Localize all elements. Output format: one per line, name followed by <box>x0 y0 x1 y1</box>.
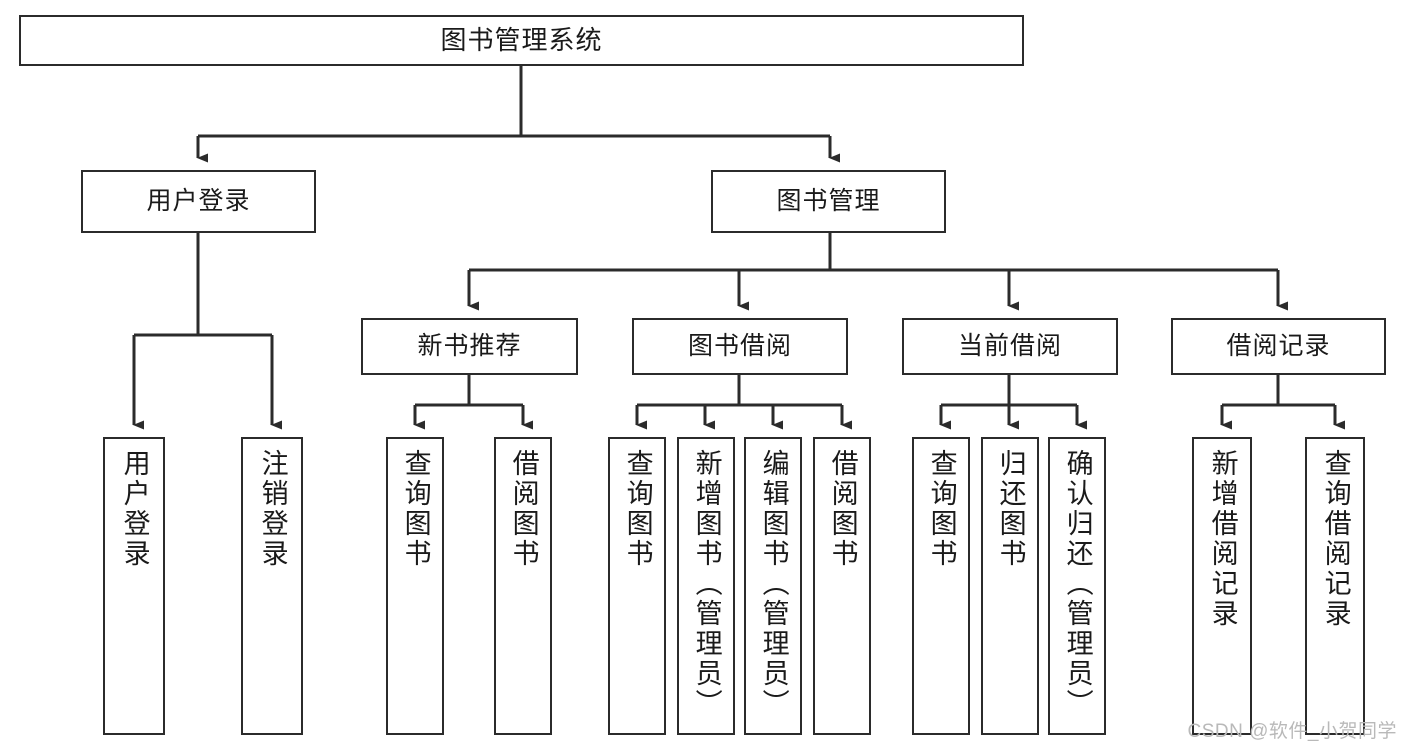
node-root-system[interactable]: 图书管理系统 <box>19 15 1024 66</box>
node-label: 注销登录 <box>257 449 288 569</box>
node-label: 查询图书 <box>622 449 653 569</box>
node-label: 查询图书 <box>400 449 431 569</box>
node-label: 借阅图书 <box>508 449 539 569</box>
node-label: 查询图书 <box>926 449 957 569</box>
node-leaf-query-book-2[interactable]: 查询图书 <box>608 437 666 735</box>
node-new-book-recommend[interactable]: 新书推荐 <box>361 318 578 375</box>
node-label: 确认归还（管理员） <box>1062 449 1093 719</box>
node-user-login[interactable]: 用户登录 <box>81 170 316 233</box>
node-leaf-return-book[interactable]: 归还图书 <box>981 437 1039 735</box>
node-leaf-add-book[interactable]: 新增图书（管理员） <box>677 437 735 735</box>
node-label: 归还图书 <box>995 449 1026 569</box>
csdn-watermark: CSDN @软件_小贺同学 <box>1187 721 1397 742</box>
node-label: 新书推荐 <box>417 331 522 360</box>
node-label: 图书管理系统 <box>440 25 603 56</box>
node-leaf-query-book-1[interactable]: 查询图书 <box>386 437 444 735</box>
node-leaf-logout-login[interactable]: 注销登录 <box>241 437 303 735</box>
node-leaf-add-borrow-record[interactable]: 新增借阅记录 <box>1192 437 1252 735</box>
node-label: 新增借阅记录 <box>1207 449 1238 629</box>
node-label: 查询借阅记录 <box>1320 449 1351 629</box>
node-leaf-borrow-book-2[interactable]: 借阅图书 <box>813 437 871 735</box>
node-book-borrow[interactable]: 图书借阅 <box>632 318 848 375</box>
node-label: 编辑图书（管理员） <box>758 449 789 719</box>
node-leaf-query-book-3[interactable]: 查询图书 <box>912 437 970 735</box>
node-label: 图书管理 <box>776 186 881 215</box>
node-label: 用户登录 <box>146 186 251 215</box>
node-leaf-confirm-return[interactable]: 确认归还（管理员） <box>1048 437 1106 735</box>
node-borrow-record[interactable]: 借阅记录 <box>1171 318 1386 375</box>
node-leaf-borrow-book-1[interactable]: 借阅图书 <box>494 437 552 735</box>
node-label: 借阅记录 <box>1226 331 1331 360</box>
node-leaf-query-borrow-record[interactable]: 查询借阅记录 <box>1305 437 1365 735</box>
node-label: 借阅图书 <box>827 449 858 569</box>
node-leaf-edit-book[interactable]: 编辑图书（管理员） <box>744 437 802 735</box>
node-label: 当前借阅 <box>957 331 1062 360</box>
node-book-manage[interactable]: 图书管理 <box>711 170 946 233</box>
node-leaf-user-login[interactable]: 用户登录 <box>103 437 165 735</box>
node-current-borrow[interactable]: 当前借阅 <box>902 318 1118 375</box>
node-label: 新增图书（管理员） <box>691 449 722 719</box>
node-label: 用户登录 <box>119 449 150 569</box>
node-label: 图书借阅 <box>687 331 792 360</box>
